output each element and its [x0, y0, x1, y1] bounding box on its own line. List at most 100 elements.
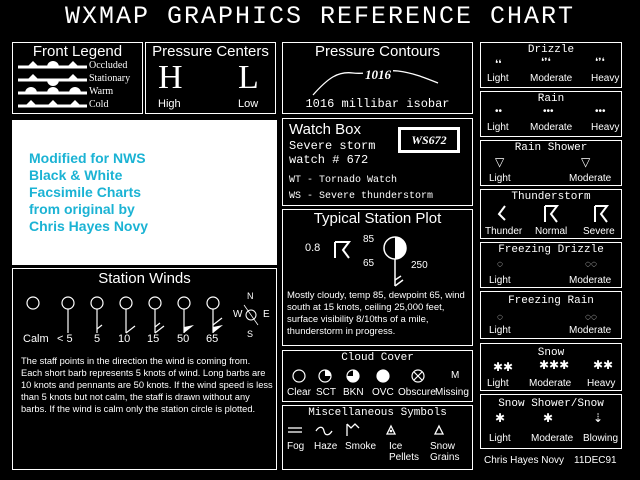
wind-label-10: 10 — [118, 333, 131, 345]
nws-note-line-3: Facsimile Charts — [29, 184, 142, 200]
drizzle-label-heavy: Heavy — [591, 73, 620, 84]
rain-shower-label-moderate: Moderate — [569, 173, 612, 184]
compass-n: N — [247, 291, 254, 301]
compass-w: W — [233, 309, 243, 320]
thunderstorm-title: Thunderstorm — [511, 191, 591, 203]
wind-compass: N W E S — [231, 291, 271, 341]
front-legend-panel: Front Legend Occluded Stationary Warm Co… — [12, 42, 143, 114]
rain-title: Rain — [537, 93, 565, 105]
front-cold-label: Cold — [89, 99, 109, 110]
pressure-contours-caption: 1016 millibar isobar — [305, 97, 450, 111]
footer-date: 11DEC91 — [574, 455, 617, 466]
snow-label-light: Light — [487, 378, 509, 389]
compass-s: S — [247, 329, 254, 339]
nws-note-line-5: Chris Hayes Novy — [29, 218, 149, 234]
front-lines — [18, 61, 87, 108]
freezing-drizzle-label-light: Light — [489, 275, 511, 286]
station-ceiling: 250 — [411, 260, 428, 271]
station-temperature: 85 — [363, 234, 375, 245]
snow-shower-moderate-icon: ✱ — [543, 411, 554, 425]
rain-shower-panel: Rain Shower ▽ ▽ Light Moderate — [480, 140, 622, 186]
cloud-cover-panel: Cloud Cover M Clear SCT BKN OVC Obscure … — [282, 350, 473, 402]
watch-legend-severe: WS - Severe thunderstorm — [289, 191, 434, 202]
wind-label-calm: Calm — [23, 333, 49, 345]
wind-label-15: 15 — [147, 333, 160, 345]
front-legend-title: Front Legend — [32, 43, 123, 60]
drizzle-heavy-icon: ❛❜❛ — [595, 57, 605, 68]
misc-label-haze: Haze — [314, 441, 338, 452]
thunderstorm-symbol — [334, 241, 351, 259]
snow-shower-label-blowing: Blowing — [583, 433, 619, 444]
high-label: High — [158, 98, 181, 110]
pressure-centers-title: Pressure Centers — [152, 43, 269, 60]
drizzle-label-moderate: Moderate — [530, 73, 573, 84]
rain-shower-title: Rain Shower — [514, 142, 588, 154]
drizzle-panel: Drizzle ❛❛ ❛❜❛ ❛❜❛ Light Moderate Heavy — [480, 42, 622, 88]
front-stationary-label: Stationary — [89, 73, 131, 84]
cloud-label-missing: Missing — [435, 387, 469, 398]
pressure-centers-panel: Pressure Centers H L High Low — [145, 42, 276, 114]
watch-box-panel: Watch Box Severe storm watch # 672 WS672… — [282, 118, 473, 206]
snow-shower-label-light: Light — [489, 433, 511, 444]
rain-shower-light-icon: ▽ — [495, 155, 505, 169]
freezing-drizzle-moderate-icon: ◌◌ — [585, 259, 597, 270]
misc-label-smoke: Smoke — [345, 441, 377, 452]
cloud-label-clear: Clear — [287, 387, 311, 398]
freezing-rain-label-light: Light — [489, 325, 511, 336]
drizzle-light-icon: ❛❛ — [495, 59, 502, 70]
station-circle — [383, 236, 407, 287]
station-plot-description: Mostly cloudy, temp 85, dewpoint 65, win… — [287, 290, 465, 337]
rain-moderate-icon: ••• — [543, 106, 554, 117]
station-plot-title: Typical Station Plot — [313, 210, 442, 227]
watch-box-line-1: Severe storm — [289, 139, 376, 153]
drizzle-moderate-icon: ❛❜❛ — [541, 57, 551, 68]
freezing-drizzle-title: Freezing Drizzle — [498, 244, 604, 256]
low-label: Low — [238, 98, 259, 110]
freezing-rain-label-moderate: Moderate — [569, 325, 612, 336]
rain-shower-moderate-icon: ▽ — [581, 155, 591, 169]
pressure-contours-panel: Pressure Contours 1016 1016 millibar iso… — [282, 42, 473, 114]
snow-shower-blowing-icon: ⇣ — [593, 411, 604, 425]
nws-note-line-1: Modified for NWS — [29, 150, 146, 166]
nws-note-line-4: from original by — [29, 201, 135, 217]
wind-barbs — [26, 296, 223, 334]
wind-label-5: 5 — [94, 333, 101, 345]
cloud-cover-title: Cloud Cover — [341, 352, 414, 364]
watch-box-line-2: watch # 672 — [289, 153, 369, 167]
compass-circle — [243, 304, 259, 326]
rain-light-icon: •• — [495, 106, 503, 117]
snow-heavy-icon: ✱✱ — [593, 358, 614, 372]
watch-box-title: Watch Box — [289, 121, 361, 138]
rain-label-light: Light — [487, 122, 509, 133]
misc-symbols-title: Miscellaneous Symbols — [308, 407, 447, 419]
wind-label-50: 50 — [177, 333, 190, 345]
isobar-value: 1016 — [363, 67, 393, 83]
watch-badge: WS672 — [398, 127, 460, 153]
watch-legend-tornado: WT - Tornado Watch — [289, 175, 398, 186]
station-winds-title: Station Winds — [98, 270, 191, 287]
snow-shower-label-moderate: Moderate — [531, 433, 574, 444]
cloud-cover-symbols — [292, 369, 425, 383]
rain-heavy-icon: ••• — [595, 106, 606, 117]
snow-label-heavy: Heavy — [587, 378, 616, 389]
misc-label-snow-grains: Snow Grains — [430, 441, 460, 463]
misc-symbols-panel: Miscellaneous Symbols Fog Haze Smoke Ice… — [282, 405, 473, 470]
drizzle-title: Drizzle — [527, 44, 575, 56]
wind-label-65: 65 — [206, 333, 219, 345]
front-occluded-label: Occluded — [89, 60, 128, 71]
station-winds-panel: Station Winds Calm < 5 5 10 15 50 65 N W… — [12, 268, 277, 470]
thunderstorm-label-normal: Normal — [535, 226, 568, 237]
freezing-rain-light-icon: ◌ — [497, 312, 503, 323]
cloud-label-bkn: BKN — [343, 387, 364, 398]
high-symbol: H — [158, 59, 183, 96]
station-dewpoint: 65 — [363, 258, 375, 269]
nws-note-text: Modified for NWS Black & White Facsimile… — [29, 150, 148, 235]
compass-e: E — [263, 309, 270, 320]
cloud-missing-symbol: M — [451, 370, 460, 381]
snow-title: Snow — [537, 347, 565, 359]
freezing-drizzle-light-icon: ◌ — [497, 259, 503, 270]
snow-moderate-icon: ✱✱✱ — [539, 358, 570, 372]
rain-shower-label-light: Light — [489, 173, 511, 184]
station-winds-description: The staff points in the direction the wi… — [21, 356, 273, 414]
misc-symbols-icons — [288, 423, 445, 436]
